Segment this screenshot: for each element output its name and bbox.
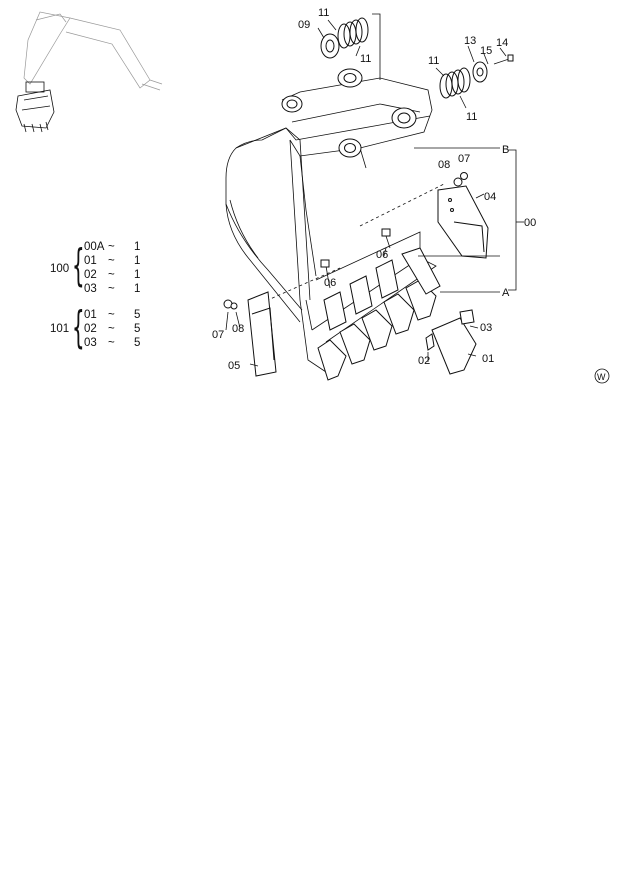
callout-14: 14 xyxy=(496,37,508,49)
parts-table-101: 101 { 01 ~ 5 02 ~ 5 03 ~ 5 xyxy=(50,302,141,353)
callout-11-c: 11 xyxy=(428,55,439,67)
excavator-thumbnail xyxy=(15,11,163,133)
callout-08-a: 08 xyxy=(438,159,450,171)
callout-05: 05 xyxy=(228,360,240,372)
bucket-teeth xyxy=(317,247,441,381)
group-label-100: 100 xyxy=(50,263,70,275)
callout-06-b: 06 xyxy=(324,277,336,289)
callout-01: 01 xyxy=(482,353,494,365)
callout-09: 09 xyxy=(298,19,310,31)
bucket-body xyxy=(225,68,445,373)
callout-02: 02 xyxy=(418,355,430,367)
callout-labels: 11 09 11 11 13 15 14 11 B 08 07 04 00 06… xyxy=(212,7,536,372)
callout-08-b: 08 xyxy=(232,323,244,335)
side-cutter-04 xyxy=(437,185,489,259)
callout-11-b: 11 xyxy=(360,53,371,65)
callout-00: 00 xyxy=(524,217,536,229)
pin-springs xyxy=(320,17,514,99)
brace-100: { xyxy=(72,240,85,291)
tooth-01-exploded xyxy=(425,309,477,375)
callout-03: 03 xyxy=(480,322,492,334)
callout-11-d: 11 xyxy=(466,111,477,123)
callout-06-a: 06 xyxy=(376,249,388,261)
callout-13: 13 xyxy=(464,35,476,47)
w-mark: W xyxy=(594,368,610,384)
group-label-101: 101 xyxy=(50,323,70,335)
callout-A: A xyxy=(502,287,510,299)
callout-11-a: 11 xyxy=(318,7,329,19)
parts-table-100: 100 { 00A ~ 1 01 ~ 1 02 ~ 1 03 ~ 1 xyxy=(50,240,141,295)
callout-07-b: 07 xyxy=(212,329,224,341)
callout-07-a: 07 xyxy=(458,153,470,165)
leader-lines xyxy=(225,13,524,367)
callout-15: 15 xyxy=(480,45,492,57)
brace-101: { xyxy=(72,302,85,353)
callout-04: 04 xyxy=(484,191,496,203)
callout-B: B xyxy=(502,144,509,156)
svg-text:W: W xyxy=(597,372,606,382)
side-cutter-05 xyxy=(247,291,277,377)
bolts-nuts xyxy=(223,172,468,310)
